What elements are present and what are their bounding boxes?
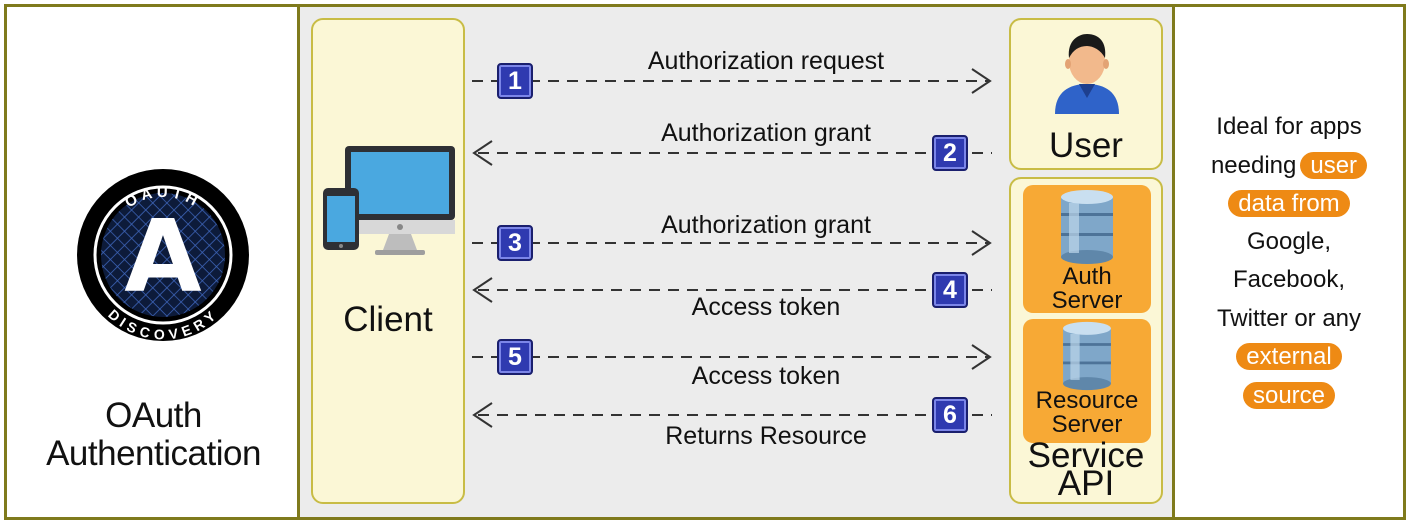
info-line-2-plain: needing <box>1210 152 1297 179</box>
step-badge-4: 4 <box>932 272 968 308</box>
step-label-1: Authorization request <box>647 47 885 75</box>
logo-letter: A <box>124 198 201 315</box>
step-label-3: Authorization grant <box>661 211 871 239</box>
arrowhead-right <box>971 68 992 94</box>
step-badge-2: 2 <box>932 135 968 171</box>
flow-panel: Client User <box>300 7 1172 517</box>
auth-server-card: Auth Server <box>1023 185 1151 313</box>
page-title-line2: Authentication <box>46 434 261 473</box>
service-label-line2: API <box>1057 464 1115 503</box>
flow-arrows <box>472 68 992 428</box>
arrowhead-left <box>472 140 493 166</box>
highlight-data-from: data from <box>1228 190 1350 217</box>
arrowhead-left <box>472 402 493 428</box>
highlight-user: user <box>1300 152 1368 179</box>
client-box: Client <box>311 18 465 504</box>
resource-server-label-line2: Server <box>1051 411 1123 438</box>
left-panel: OAUTH DISCOVERY A OAuth Authentication <box>7 7 300 517</box>
service-api-box: Auth Server Resource Server Service API <box>1009 177 1163 504</box>
step-label-6: Returns Resource <box>665 422 867 450</box>
auth-server-label-line2: Server <box>1051 287 1123 314</box>
info-line-5: Facebook, <box>1232 266 1346 293</box>
arrowhead-right <box>971 344 992 370</box>
resource-server-card: Resource Server <box>1023 319 1151 443</box>
user-avatar-icon <box>1051 28 1123 119</box>
step-badge-3: 3 <box>497 225 533 261</box>
arrowhead-right <box>971 230 992 256</box>
page-title-line1: OAuth <box>105 396 202 435</box>
info-line-3: data from <box>1175 185 1403 223</box>
service-label-line1: Service <box>1027 436 1145 475</box>
step-label-4: Access token <box>691 293 841 321</box>
client-label: Client <box>343 300 433 339</box>
highlight-source: source <box>1242 382 1336 409</box>
step-label-5: Access token <box>691 362 841 390</box>
oauth-logo-icon: OAUTH DISCOVERY A <box>75 167 251 343</box>
info-line-1: Ideal for apps <box>1216 113 1362 140</box>
step-badge-6: 6 <box>932 397 968 433</box>
info-line-6: Twitter or any <box>1216 305 1362 332</box>
info-line-8: source <box>1175 377 1403 415</box>
user-box: User <box>1009 18 1163 170</box>
arrowhead-left <box>472 277 493 303</box>
info-line-4: Google, <box>1246 228 1332 255</box>
resource-server-label-line1: Resource <box>1035 387 1139 414</box>
database-icon <box>1057 189 1117 270</box>
auth-server-label-line1: Auth <box>1062 263 1112 290</box>
highlight-external: external <box>1236 343 1342 370</box>
user-label: User <box>1049 126 1123 165</box>
step-label-2: Authorization grant <box>661 119 871 147</box>
step-badge-1: 1 <box>497 63 533 99</box>
step-badge-5: 5 <box>497 339 533 375</box>
info-line-7: external <box>1175 338 1403 376</box>
computer-devices-icon <box>319 138 459 263</box>
database-icon <box>1057 321 1117 396</box>
